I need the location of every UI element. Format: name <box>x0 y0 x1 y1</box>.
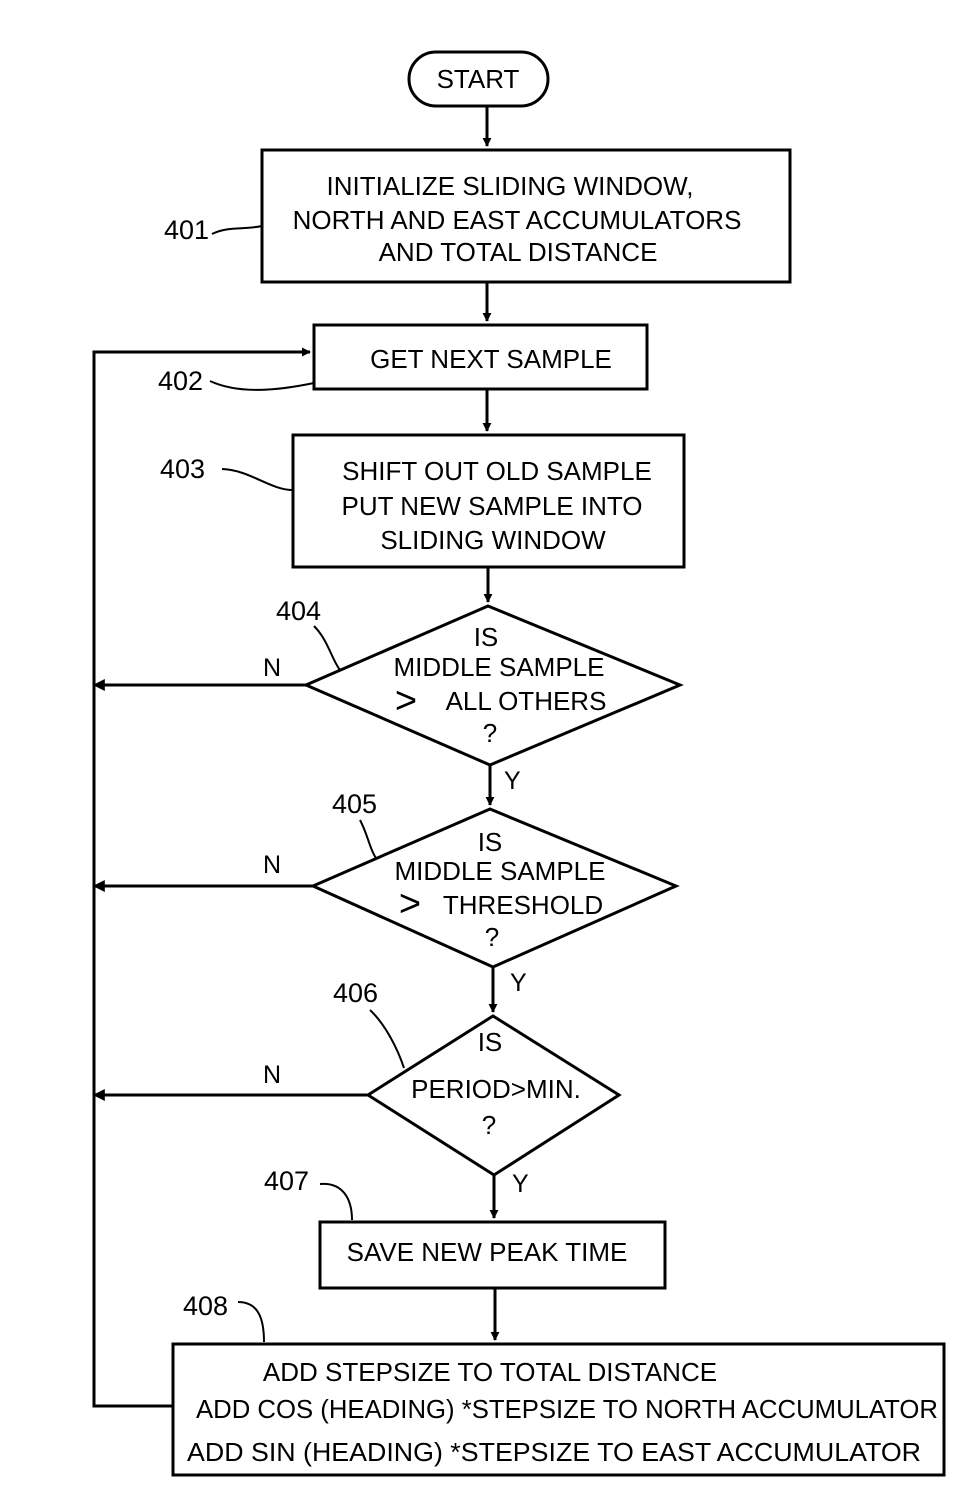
decision-406-is: IS <box>478 1027 503 1057</box>
step-401-line-3: AND TOTAL DISTANCE <box>379 237 658 267</box>
step-403-line-1: SHIFT OUT OLD SAMPLE <box>342 456 652 486</box>
step-408-line-2: ADD COS (HEADING) *STEPSIZE TO NORTH ACC… <box>196 1394 938 1424</box>
decision-406-q: ? <box>482 1110 496 1140</box>
step-408-line-3: ADD SIN (HEADING) *STEPSIZE TO EAST ACCU… <box>187 1437 921 1467</box>
leader-406 <box>370 1010 404 1068</box>
leader-407 <box>320 1184 352 1220</box>
decision-405-line-1: MIDDLE SAMPLE <box>395 856 606 886</box>
leader-402 <box>210 381 314 390</box>
ref-408: 408 <box>183 1291 228 1321</box>
ref-405: 405 <box>332 789 377 819</box>
leader-403 <box>222 469 293 490</box>
ref-401: 401 <box>164 215 209 245</box>
step-403-line-3: SLIDING WINDOW <box>380 525 606 555</box>
ref-402: 402 <box>158 366 203 396</box>
step-401-line-1: INITIALIZE SLIDING WINDOW, <box>327 171 694 201</box>
step-402-text: GET NEXT SAMPLE <box>370 344 612 374</box>
step-408-line-1: ADD STEPSIZE TO TOTAL DISTANCE <box>263 1357 717 1387</box>
decision-406-line-1: PERIOD>MIN. <box>411 1074 581 1104</box>
ref-406: 406 <box>333 978 378 1008</box>
decision-404-line-2: ALL OTHERS <box>446 686 607 716</box>
decision-405-no-label: N <box>263 851 281 879</box>
step-407-text: SAVE NEW PEAK TIME <box>347 1237 628 1267</box>
decision-404-no-label: N <box>263 654 281 682</box>
start-label: START <box>437 64 520 94</box>
decision-405-line-2: THRESHOLD <box>443 890 603 920</box>
decision-404-line-1: MIDDLE SAMPLE <box>394 652 605 682</box>
decision-406-yes-label: Y <box>512 1170 529 1198</box>
leader-401 <box>212 226 262 234</box>
decision-406-no-label: N <box>263 1061 281 1089</box>
decision-405-gt: > <box>399 883 421 925</box>
ref-403: 403 <box>160 454 205 484</box>
decision-404-is: IS <box>474 622 499 652</box>
decision-404-yes-label: Y <box>504 767 521 795</box>
leader-408 <box>238 1302 264 1342</box>
decision-405-q: ? <box>485 922 499 952</box>
decision-405-yes-label: Y <box>510 969 527 997</box>
step-401-line-2: NORTH AND EAST ACCUMULATORS <box>293 205 742 235</box>
leader-404 <box>314 626 340 670</box>
leader-405 <box>360 820 376 858</box>
step-403-line-2: PUT NEW SAMPLE INTO <box>342 491 643 521</box>
decision-404-gt: > <box>395 680 417 722</box>
ref-404: 404 <box>276 596 321 626</box>
ref-407: 407 <box>264 1166 309 1196</box>
decision-405-is: IS <box>478 827 503 857</box>
decision-404-q: ? <box>483 718 497 748</box>
loop-back-line <box>94 352 310 1406</box>
